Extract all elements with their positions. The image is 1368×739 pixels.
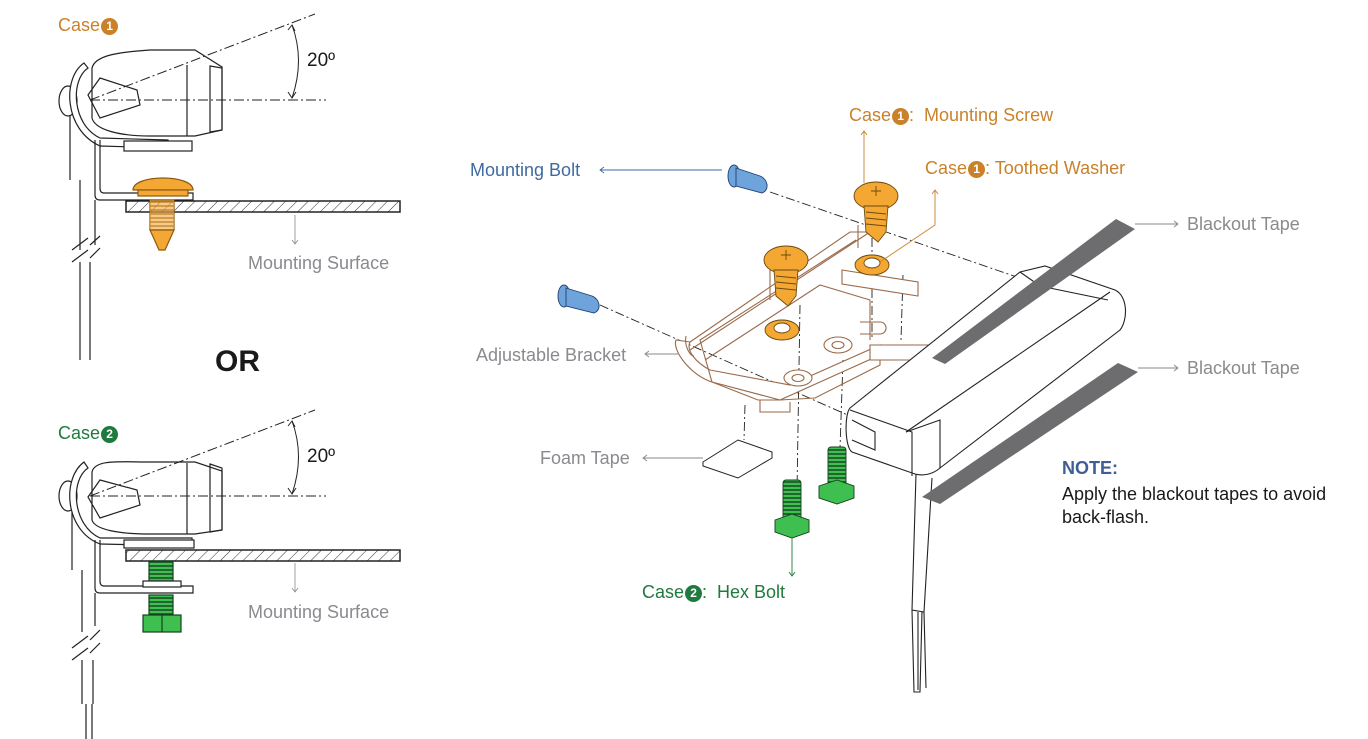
case1-badge: 1: [101, 18, 119, 35]
toothed-washer-left: [764, 319, 800, 341]
hex-bolt-case2: [142, 560, 182, 633]
case1-badge: 1: [968, 161, 986, 178]
label-blackout-tape-top: Blackout Tape: [1187, 214, 1300, 234]
note-body: Apply the blackout tapes to avoid back-f…: [1062, 484, 1327, 527]
label-hex-bolt-text: : Hex Bolt: [702, 582, 786, 602]
blackout-tape-bottom: [922, 363, 1138, 504]
label-mounting-screw-text: : Mounting Screw: [909, 105, 1054, 125]
label-hex-bolt-case: Case: [642, 582, 685, 602]
label-mounting-bolt: Mounting Bolt: [470, 160, 581, 180]
exploded-view: [557, 130, 1179, 693]
mounting-bolt-top: [727, 164, 768, 194]
label-mounting-screw-case: Case: [849, 105, 892, 125]
mounting-surface: [125, 549, 401, 562]
case1-mounting-surface-label: Mounting Surface: [248, 253, 390, 273]
label-adjustable-bracket: Adjustable Bracket: [476, 345, 627, 365]
mounting-bolt-bottom: [557, 284, 600, 314]
case1-side-view: [58, 13, 401, 360]
foam-tape: [702, 439, 773, 479]
case2-angle-label: 20º: [307, 446, 336, 467]
blackout-tape-top: [932, 219, 1135, 364]
label-toothed-washer-case: Case: [925, 158, 968, 178]
mounting-surface: [125, 200, 401, 213]
label-toothed-washer-text: : Toothed Washer: [985, 158, 1126, 178]
label-blackout-tape-bottom: Blackout Tape: [1187, 358, 1300, 378]
sensor-head: [58, 49, 223, 360]
mounting-screw-top: [853, 181, 899, 243]
case1-title-text: Case: [58, 15, 101, 35]
mounting-screw-case1: [132, 177, 194, 251]
hex-bolt-right: [818, 446, 855, 505]
sensor-body: [845, 265, 1126, 693]
toothed-washer-top: [854, 254, 890, 276]
case1-badge: 1: [892, 108, 910, 125]
case2-title-text: Case: [58, 423, 101, 443]
hex-bolt-left: [774, 479, 810, 539]
angle-indicator-case1: [89, 13, 326, 101]
adjustable-bracket: [674, 225, 936, 413]
or-separator: OR: [215, 345, 260, 378]
mounting-screw-left: [763, 245, 809, 307]
angle-indicator-case2: [89, 409, 326, 497]
sensor-head: [58, 461, 223, 739]
case2-badge: 2: [685, 585, 703, 602]
case2-mounting-surface-label: Mounting Surface: [248, 602, 390, 622]
case2-badge: 2: [101, 426, 119, 443]
case1-angle-label: 20º: [307, 50, 336, 71]
case2-side-view: [58, 409, 401, 739]
callout-leaders: [599, 130, 1179, 577]
label-foam-tape: Foam Tape: [540, 448, 630, 468]
note-title: NOTE:: [1062, 458, 1118, 478]
